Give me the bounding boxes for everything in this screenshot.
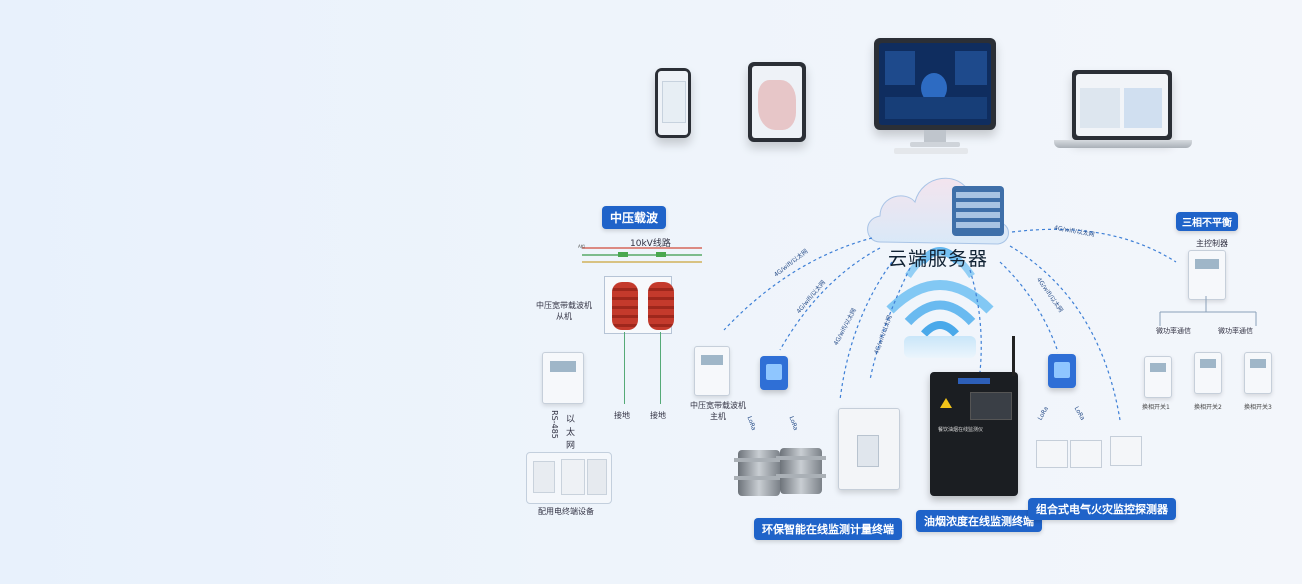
line-label: 10kV线路	[630, 239, 671, 249]
controller-label: 主控制器	[1196, 239, 1228, 248]
insulator-left	[612, 282, 638, 330]
fire-detector-3	[1110, 436, 1142, 466]
ground-wire-left	[624, 332, 625, 404]
cloud-title: 云端服务器	[888, 248, 989, 270]
switch-1-label: 换相开关1	[1142, 404, 1170, 411]
comm-right: 微功率通信	[1218, 327, 1253, 335]
terminal-box	[526, 452, 612, 504]
env-sensor-left	[734, 450, 784, 496]
env-label: 环保智能在线监测计量终端	[754, 518, 902, 540]
ground-wire-right	[660, 332, 661, 404]
fire-detector-1	[1036, 440, 1068, 468]
terminal-label: 配用电终端设备	[538, 507, 594, 516]
carrier-slave-device	[542, 352, 584, 404]
comm-left: 微功率通信	[1156, 327, 1191, 335]
section-badge-tri: 三相不平衡	[1176, 212, 1238, 231]
ground-left: 接地	[614, 411, 630, 420]
env-meter-box	[838, 408, 900, 490]
phone-device	[655, 68, 691, 138]
laptop-device	[1054, 70, 1192, 156]
slave-label: 中压宽带载波机 从机	[536, 301, 592, 321]
cloud-server-icon	[867, 177, 1009, 278]
ethernet-label: 以太网	[566, 415, 576, 451]
switch-2-label: 换相开关2	[1194, 404, 1222, 411]
section-badge-mv: 中压载波	[602, 206, 667, 229]
tablet-device	[748, 62, 806, 142]
switch-3-label: 换相开关3	[1244, 404, 1272, 411]
rs485-label: RS-485	[549, 410, 559, 439]
antenna	[1012, 336, 1015, 376]
switch-3	[1244, 352, 1272, 394]
tri-tree-lines	[1159, 296, 1257, 326]
ground-right: 接地	[650, 411, 666, 420]
env-gateway	[760, 356, 788, 390]
wireless-signal-icon	[886, 280, 994, 337]
power-lines	[582, 247, 702, 263]
env-sensor-right	[776, 448, 826, 494]
cloud-base	[904, 336, 976, 358]
insulator-right	[648, 282, 674, 330]
carrier-host-device	[694, 346, 730, 396]
fire-label: 组合式电气火灾监控探测器	[1028, 498, 1176, 520]
host-label: 中压宽带载波机 主机	[690, 401, 746, 421]
fire-gateway	[1048, 354, 1076, 388]
main-controller	[1188, 250, 1226, 300]
switch-2	[1194, 352, 1222, 394]
oil-label: 油烟浓度在线监测终端	[916, 510, 1042, 532]
desktop-monitor	[874, 38, 996, 154]
fire-detector-2	[1070, 440, 1102, 468]
oil-device-text: 餐饮油烟在线监测仪	[938, 427, 984, 433]
switch-1	[1144, 356, 1172, 398]
phase-a: A相	[578, 244, 585, 249]
oil-monitor-cabinet: 餐饮油烟在线监测仪	[930, 372, 1018, 496]
